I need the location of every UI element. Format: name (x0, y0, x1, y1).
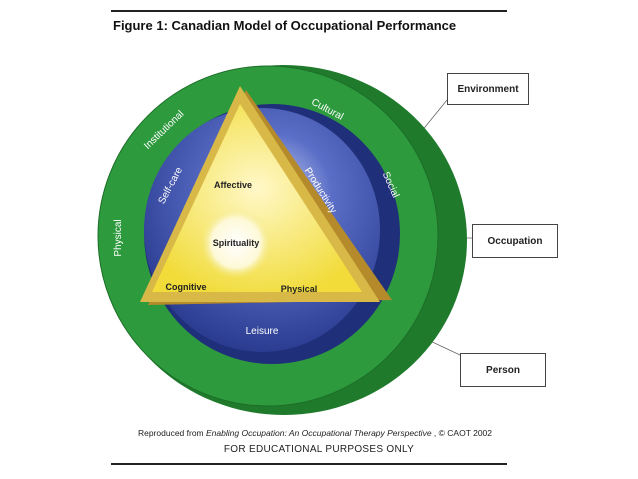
person-label-cognitive: Cognitive (165, 282, 206, 292)
environment-label-physical: Physical (113, 219, 124, 256)
callout-occupation: Occupation (472, 224, 558, 258)
spirituality-core (201, 208, 271, 278)
person-label-physical: Physical (281, 284, 318, 294)
bottom-rule (111, 463, 507, 465)
credit-book-title: Enabling Occupation: An Occupational The… (206, 428, 432, 438)
educational-notice: FOR EDUCATIONAL PURPOSES ONLY (223, 444, 415, 455)
credit-suffix: , © CAOT 2002 (431, 428, 493, 438)
core-label-spirituality: Spirituality (213, 238, 260, 248)
callout-person: Person (460, 353, 546, 387)
person-label-affective: Affective (214, 180, 252, 190)
occupation-label-leisure: Leisure (246, 326, 279, 337)
figure-title: Figure 1: Canadian Model of Occupational… (113, 18, 457, 33)
credit-prefix: Reproduced from (137, 428, 207, 438)
reproduction-credit: Reproduced from Enabling Occupation: An … (105, 428, 525, 438)
top-rule (111, 10, 507, 12)
callout-environment: Environment (447, 73, 529, 105)
